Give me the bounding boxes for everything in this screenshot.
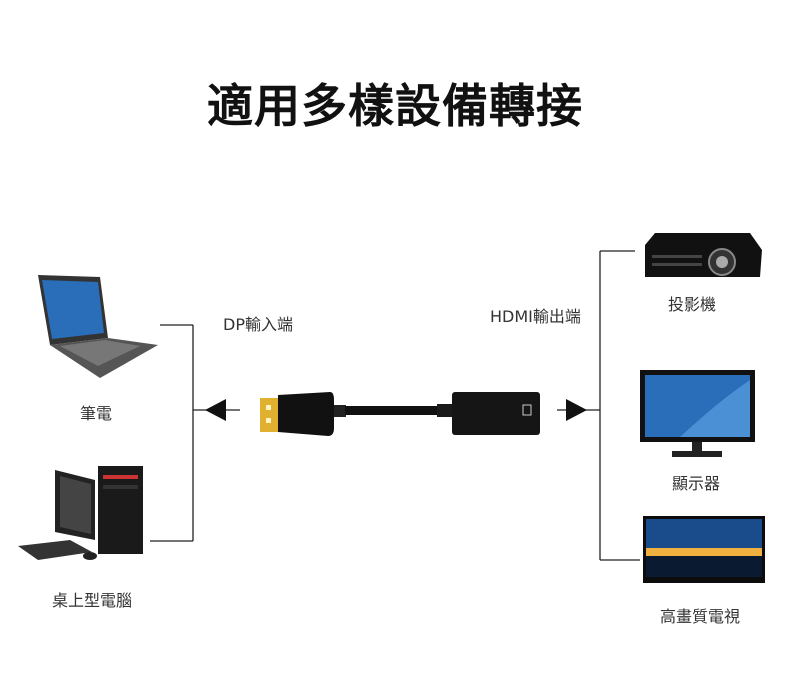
left-bracket [150,324,240,542]
laptop-label: 筆電 [80,404,113,423]
right-bracket [557,250,640,561]
input-port-label: DP輸入端 [223,315,293,334]
monitor-label: 顯示器 [672,474,721,493]
laptop-image [38,275,158,378]
projector-label: 投影機 [668,295,717,314]
dp-to-hdmi-adapter [260,392,540,436]
tv-label: 高畫質電視 [660,607,741,626]
tv-image [643,516,765,583]
desktop-label: 桌上型電腦 [52,591,133,610]
projector-image [645,233,762,277]
output-port-label: HDMI輸出端 [490,307,581,326]
arrow-right-icon [566,399,587,421]
monitor-image [640,370,755,457]
arrow-left-icon [205,399,226,421]
desktop-computer-image [18,466,143,560]
page-title: 適用多樣設備轉接 [207,79,583,133]
